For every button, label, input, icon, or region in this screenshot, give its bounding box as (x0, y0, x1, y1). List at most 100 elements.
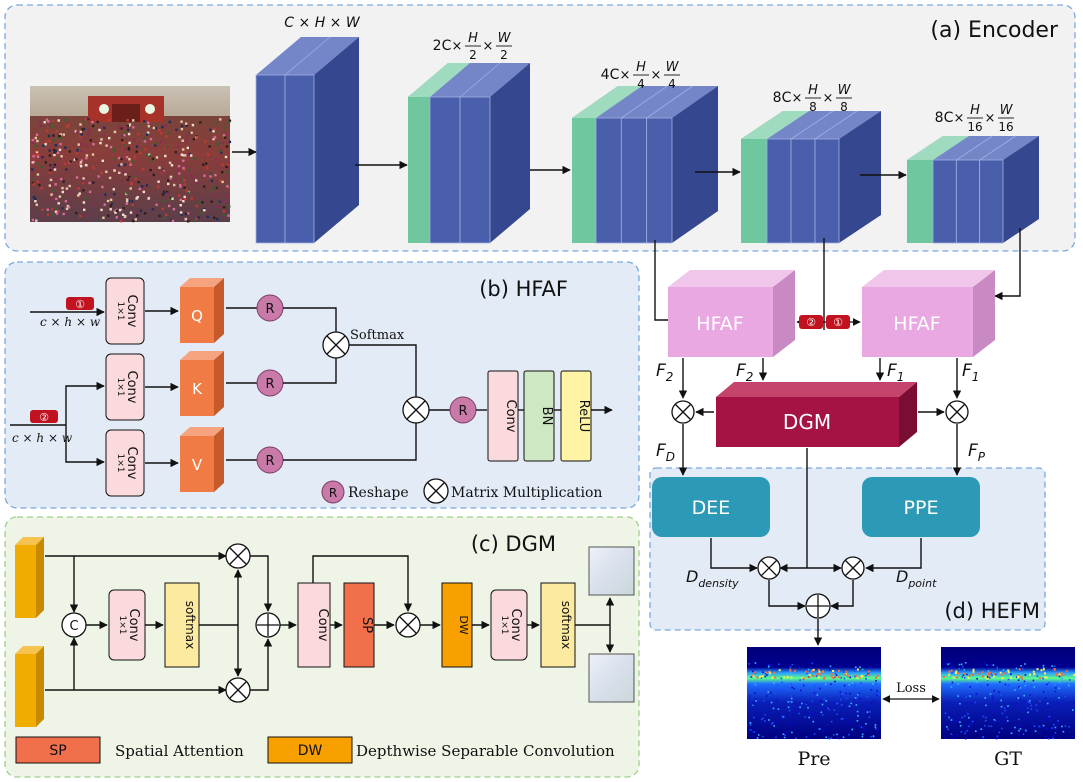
svg-text:H: H (808, 83, 818, 98)
encoder-block-5 (907, 135, 1039, 244)
line-rv-mult (283, 423, 417, 461)
svg-text:SP: SP (359, 617, 374, 633)
dgm-sum (255, 612, 281, 638)
svg-text:②: ② (39, 411, 49, 424)
svg-text:①: ① (833, 316, 843, 329)
mult-node-left (671, 400, 695, 424)
svg-text:W: W (838, 83, 852, 98)
hfaf-conv-out: Conv (487, 370, 519, 462)
svg-text:4: 4 (637, 77, 645, 91)
hfaf-input-2-label: c × h × w (12, 431, 73, 445)
hfaf-conv-v: Conv 1×1 (105, 429, 145, 497)
svg-text:×: × (823, 91, 834, 106)
svg-text:R: R (265, 454, 274, 469)
label-d-density: Ddensity (686, 567, 739, 590)
dgm-conv-1: Conv 1×1 (108, 589, 146, 661)
svg-text:×: × (985, 111, 996, 126)
svg-text:16: 16 (998, 120, 1013, 134)
legend-dw: DW Depthwise Separable Convolution (267, 736, 615, 764)
dgm-input-bottom (15, 646, 44, 727)
svg-text:SP: SP (49, 743, 66, 759)
dgm-sp: SP (343, 582, 375, 668)
dgm-mult-bottom (225, 677, 251, 703)
hefm-title: (d) HEFM (944, 599, 1040, 623)
svg-text:Conv: Conv (124, 295, 139, 328)
reshape-node-q: R (256, 294, 284, 322)
dgm-title: (c) DGM (471, 532, 556, 556)
encoder-block-3 (572, 85, 718, 244)
line-rq-mult (283, 307, 337, 332)
svg-text:Conv: Conv (124, 447, 139, 480)
svg-text:1×1: 1×1 (115, 302, 125, 321)
svg-text:8C: 8C (935, 110, 954, 126)
svg-text:8: 8 (809, 100, 817, 114)
dgm-conv-3: Conv 1×1 (490, 589, 528, 661)
hfaf-branch-v (65, 425, 105, 467)
dgm-softmax-2: softmax (540, 582, 576, 668)
svg-text:R: R (265, 377, 274, 392)
svg-text:HFAF: HFAF (893, 313, 940, 335)
svg-text:1×1: 1×1 (115, 454, 125, 473)
svg-text:×: × (452, 39, 463, 54)
dgm-mult-top (225, 543, 251, 569)
dee-to-mult (710, 538, 758, 573)
encoder-dim-label-5: 8C×H16×W16 (935, 103, 1014, 134)
hfaf-input-1-label: c × h × w (40, 315, 101, 329)
hfaf-title: (b) HFAF (479, 277, 568, 301)
dgm-output-tile-top (588, 546, 635, 596)
svg-text:×: × (483, 39, 494, 54)
line-rk-mult (283, 358, 337, 384)
hfaf-panel (4, 261, 640, 509)
svg-text:1×1: 1×1 (115, 378, 125, 397)
svg-text:softmax: softmax (559, 601, 573, 649)
svg-text:R: R (458, 404, 467, 419)
svg-text:DW: DW (298, 743, 323, 759)
reshape-node-v: R (256, 446, 284, 474)
legend-matmul: Matrix Multiplication (423, 478, 602, 504)
gt-density-map (941, 647, 1076, 740)
svg-text:8: 8 (840, 100, 848, 114)
hefm-badge-1: ① (826, 315, 850, 329)
dgm-block: DGM (716, 382, 917, 447)
svg-text:ReLU: ReLU (576, 400, 591, 433)
dgm-output-tile-bottom (588, 653, 635, 703)
ppe-to-mult (865, 538, 922, 573)
encoder-dim-label-3: 4C×H4×W4 (601, 60, 680, 91)
hfaf-badge-2: ② (30, 410, 58, 424)
svg-text:Matrix Multiplication: Matrix Multiplication (451, 485, 602, 501)
encoder-block-2 (408, 62, 530, 244)
svg-text:W: W (666, 60, 680, 75)
mult-l-to-sum (768, 580, 806, 611)
encoder-dim-label-2: 2C×H2×W2 (433, 31, 512, 62)
hfaf-badge-1: ① (66, 297, 94, 311)
encoder-dim-label-1: C × H × W (284, 15, 361, 31)
label-f1-right: F1 (962, 361, 979, 384)
svg-text:4: 4 (668, 77, 676, 91)
svg-text:Conv: Conv (315, 609, 330, 642)
label-f2-left: F2 (656, 361, 673, 384)
encoder-blocks (255, 36, 1039, 244)
svg-text:16: 16 (967, 120, 982, 134)
hefm-badge-2: ② (799, 315, 823, 329)
svg-text:×: × (651, 68, 662, 83)
encoder-block-1 (255, 36, 359, 244)
label-f2-right: F2 (736, 361, 753, 384)
sum-node (805, 593, 831, 619)
gt-label: GT (994, 748, 1022, 770)
svg-text:H: H (636, 60, 646, 75)
svg-text:K: K (192, 380, 203, 398)
hfaf-conv-k: Conv 1×1 (105, 353, 145, 421)
q-block: Q (180, 278, 224, 343)
encoder-block-4 (741, 110, 881, 244)
crowd-image (30, 86, 232, 223)
dee-block: DEE (652, 477, 770, 537)
dgm-input-top (15, 537, 44, 618)
svg-text:2: 2 (469, 48, 477, 62)
svg-text:R: R (329, 486, 337, 500)
dgm-dw: DW (441, 582, 473, 668)
mult-node-right (945, 400, 969, 424)
loss-label: Loss (896, 681, 926, 696)
label-fd: FD (656, 441, 675, 464)
label-f1-left: F1 (887, 361, 904, 384)
svg-text:Conv: Conv (126, 609, 141, 642)
